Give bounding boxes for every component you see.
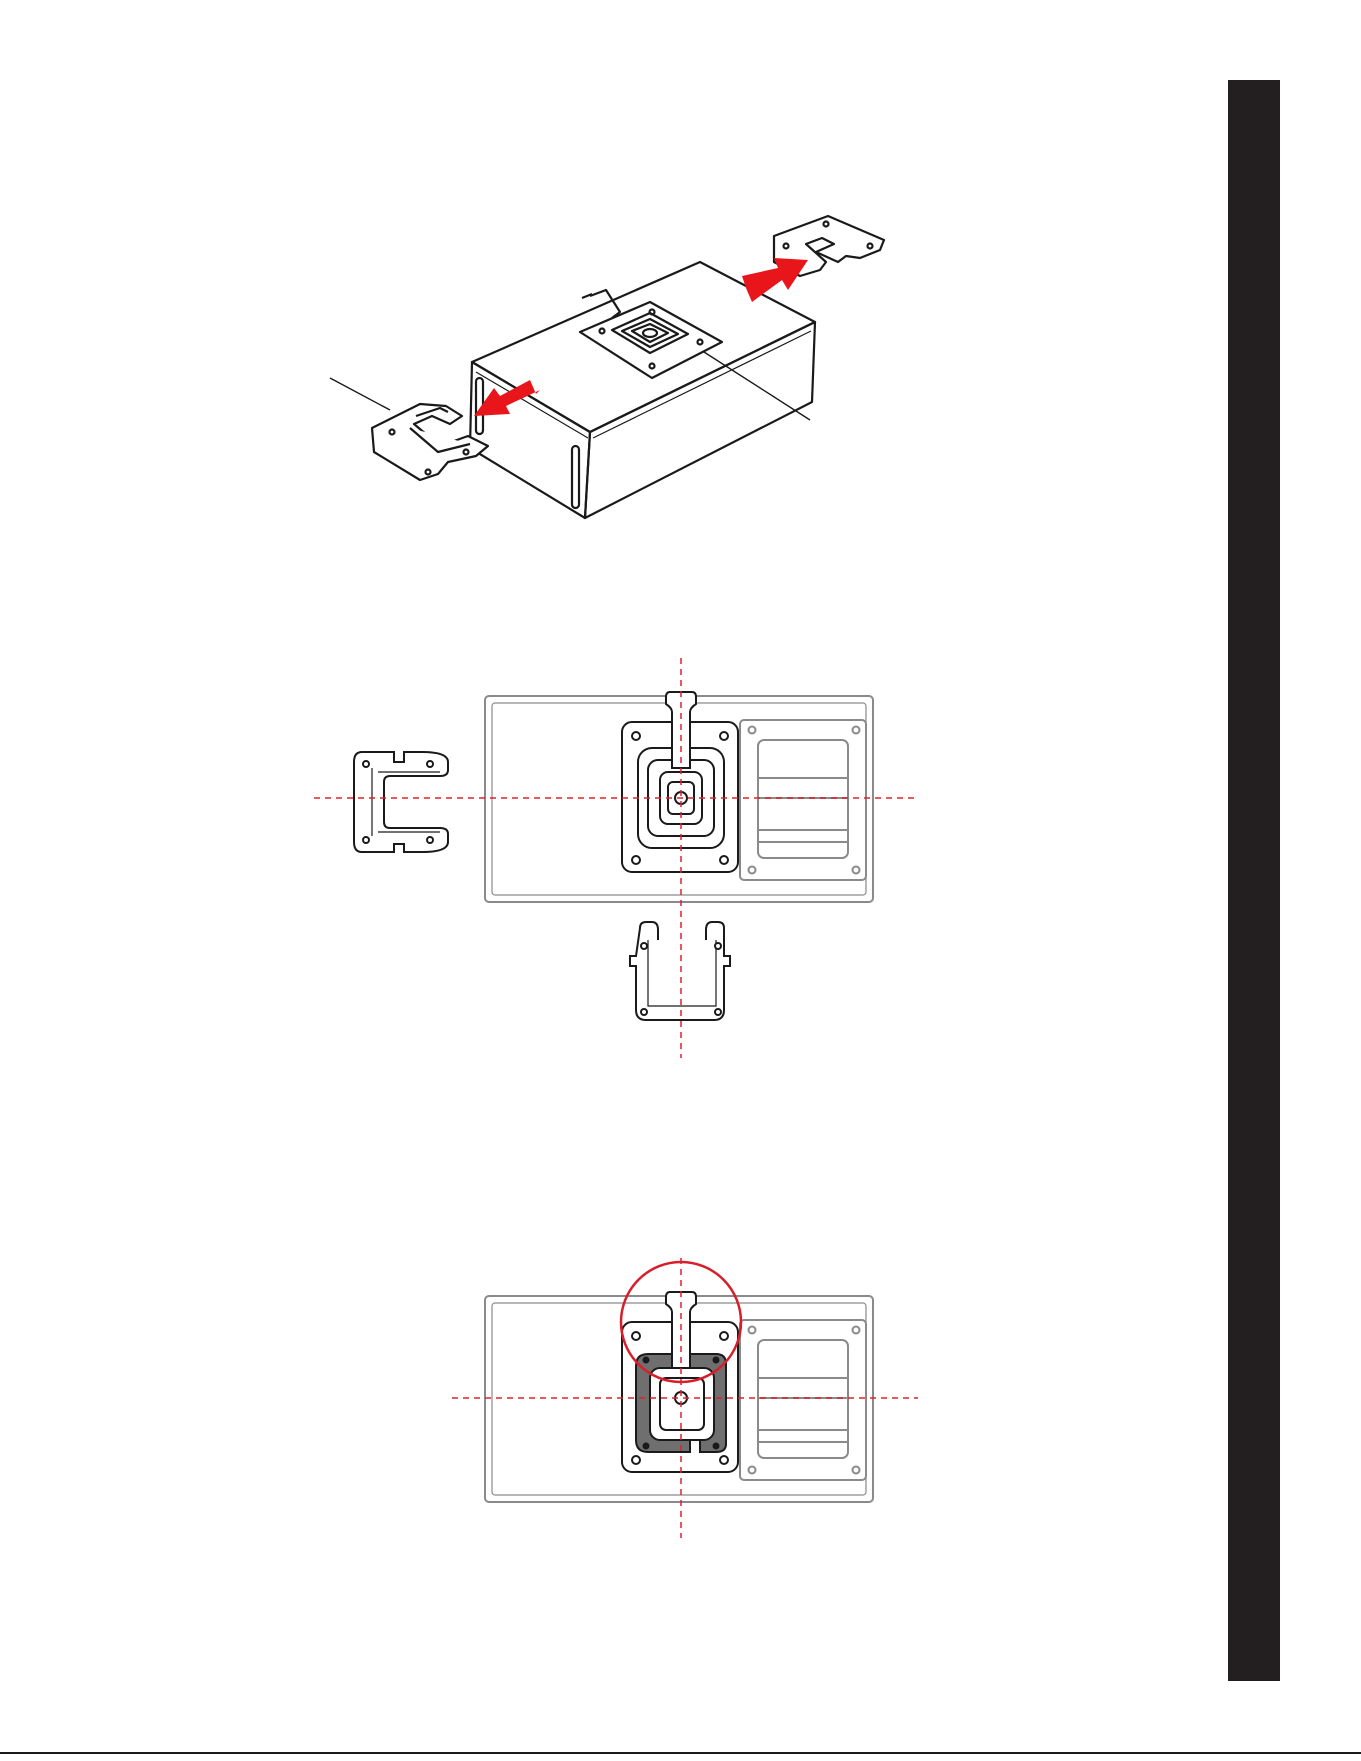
left-bracket-top: [354, 752, 448, 852]
insert-arrow-right: [742, 258, 808, 302]
top-mounting-plate: [580, 290, 722, 378]
left-bracket-leader: [330, 378, 390, 410]
mounting-plate-top: [622, 692, 738, 872]
figure-3-top-view: [452, 1258, 918, 1538]
plate-leader: [704, 352, 810, 420]
bottom-bracket-top: [630, 922, 730, 1020]
figure-2-top-view: [314, 658, 918, 1058]
